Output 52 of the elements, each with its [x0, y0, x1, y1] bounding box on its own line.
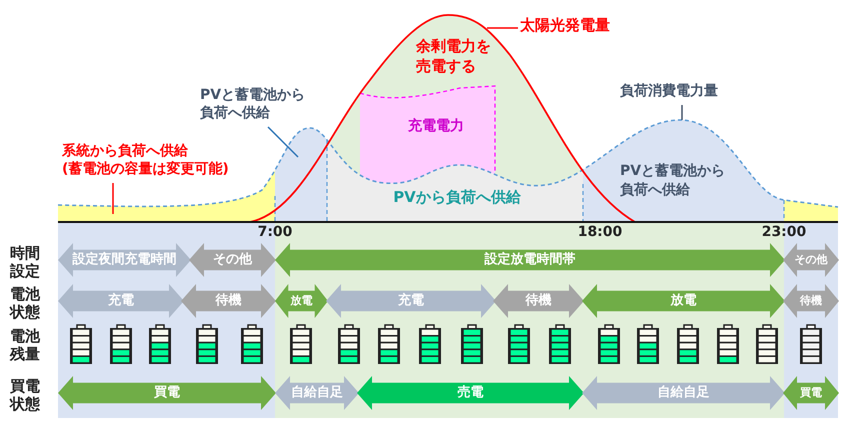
leader-line [112, 183, 114, 214]
period-band [783, 376, 839, 410]
callout-text: 太陽光発電量 [520, 16, 610, 34]
period-band [357, 376, 584, 410]
callout-text: (蓄電池の容量は変更可能) [62, 160, 229, 178]
period-band [783, 284, 839, 318]
band-label: 放電 [290, 292, 312, 309]
band-label: 買電 [800, 384, 822, 401]
period-band [189, 243, 276, 277]
row-header: 電池残量 [10, 327, 42, 363]
period-band [275, 376, 359, 410]
period-band [275, 284, 328, 318]
band-label: 待機 [216, 292, 242, 310]
time-label: 23:00 [760, 223, 808, 242]
callout-text: 系統から負荷へ供給 [62, 142, 188, 160]
period-band [493, 284, 584, 318]
period-band [783, 243, 839, 277]
period-band [58, 284, 184, 318]
band-label: 待機 [800, 292, 822, 309]
period-band [275, 243, 785, 277]
band-label: 設定放電時間帯 [484, 250, 576, 270]
band-label: 設定夜間充電時間 [72, 250, 176, 270]
area-label: PVと蓄電池から負荷へ供給 [620, 162, 726, 200]
band-label: 売電 [458, 384, 484, 402]
row-header: 電池状態 [10, 285, 42, 321]
band-label: 充電 [108, 292, 134, 310]
band-label: 買電 [154, 384, 180, 402]
period-band [181, 284, 276, 318]
period-band [582, 284, 785, 318]
band-label: 充電 [398, 292, 424, 310]
callout-text: 負荷消費電力量 [620, 82, 718, 100]
row-header: 時間設定 [10, 244, 41, 280]
band-label: 自給自足 [291, 384, 343, 402]
time-label: 18:00 [576, 223, 624, 242]
band-label: その他 [794, 252, 828, 268]
band-label: 待機 [526, 292, 552, 310]
period-band [58, 243, 191, 277]
time-label: 7:00 [256, 223, 294, 242]
leader-line [487, 27, 518, 29]
area-label: PVから負荷へ供給 [392, 188, 522, 207]
band-label: その他 [213, 251, 252, 270]
period-band [58, 376, 276, 410]
leader-line [681, 105, 683, 120]
callout-text: PVと蓄電池から負荷へ供給 [200, 86, 306, 122]
period-band [582, 376, 785, 410]
band-label: 自給自足 [658, 384, 710, 402]
band-label: 放電 [670, 292, 696, 310]
area-label: 充電電力 [408, 117, 465, 136]
leader-line [267, 126, 299, 158]
period-band [326, 284, 496, 318]
area-label: 余剰電力を売電する [416, 36, 492, 76]
row-header: 買電状態 [10, 377, 41, 413]
